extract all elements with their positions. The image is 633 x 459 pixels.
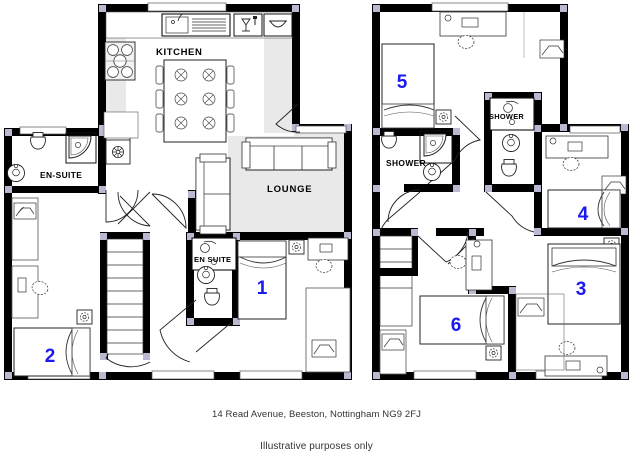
tumble-dryer-icon	[105, 139, 131, 165]
sink-fixture	[161, 13, 231, 37]
bed-double-1	[237, 240, 287, 320]
desk-5	[439, 11, 507, 37]
ground-floor-staircase	[106, 238, 144, 355]
kitchen-fittings	[103, 11, 293, 165]
floorplan-drawing: KITCHEN LOUNGE EN-SUITE EN SUITE 1 2	[4, 2, 629, 380]
bed-double-5	[381, 43, 435, 129]
landing-furniture	[449, 239, 493, 291]
chest-of-drawers-icon	[381, 333, 405, 351]
bowl-icon	[263, 13, 293, 37]
bed-double-4	[547, 189, 621, 229]
toilet-icon	[30, 132, 46, 150]
dining-table	[155, 59, 235, 143]
bedroom-number-3: 3	[576, 279, 587, 300]
bed-double-3	[547, 243, 621, 325]
toilet-icon	[501, 159, 517, 177]
chest-of-drawers-icon	[311, 339, 337, 358]
desk-landing	[465, 239, 493, 291]
desk-ground	[307, 237, 349, 261]
illustrative-disclaimer: Illustrative purposes only	[260, 441, 373, 452]
bedroom-number-6: 6	[451, 315, 462, 336]
sofa-2-seat	[195, 153, 231, 235]
chest-of-drawers-icon	[13, 202, 37, 220]
wash-basin-icon	[197, 265, 215, 284]
bedroom-number-2: 2	[45, 346, 56, 367]
bedside-lamp-icon	[288, 239, 305, 255]
property-address: 14 Read Avenue, Beeston, Nottingham NG9 …	[211, 409, 422, 420]
shower-right-fittings	[489, 97, 535, 177]
first-floor-plan: SHOWER SHOWER 5 4 3 6	[372, 2, 629, 380]
wash-basin-icon	[502, 133, 520, 152]
bedroom-3-furniture	[544, 237, 621, 377]
desk-3	[544, 355, 608, 377]
bedroom-4-furniture	[545, 135, 627, 229]
room-label-shower-right: SHOWER	[489, 112, 524, 121]
toilet-icon	[204, 288, 220, 306]
room-label-ensuite-bed1: EN SUITE	[194, 255, 231, 264]
bed-double-2	[13, 327, 91, 377]
hob-icon	[104, 41, 136, 81]
lounge-furniture	[195, 137, 337, 235]
bedroom-number-4: 4	[578, 204, 589, 225]
ground-floor-doors	[105, 103, 301, 368]
bedside-lamp-icon	[435, 109, 452, 125]
chest-of-drawers-icon	[539, 39, 565, 59]
shower-quadrant-icon	[68, 135, 92, 159]
bedside-lamp-icon	[485, 345, 502, 361]
room-label-kitchen: KITCHEN	[156, 47, 202, 58]
room-label-shower-left: SHOWER	[386, 158, 426, 168]
sofa-3-seat	[241, 137, 337, 171]
shower-quadrant-icon	[423, 133, 447, 157]
wash-basin-icon	[7, 163, 25, 182]
floorplan-canvas: KITCHEN LOUNGE EN-SUITE EN SUITE 1 2	[4, 2, 629, 380]
toilet-icon	[381, 131, 397, 149]
bedroom-2-furniture	[11, 197, 93, 377]
ensuite-bed1-fittings	[191, 237, 237, 306]
bedroom-1-furniture	[237, 237, 351, 373]
bedroom-number-1: 1	[257, 278, 268, 299]
desk-4	[545, 135, 609, 159]
bedroom-number-5: 5	[397, 72, 408, 93]
bedroom-5-furniture	[381, 11, 565, 129]
room-label-lounge: LOUNGE	[267, 184, 312, 195]
room-label-ensuite-main: EN-SUITE	[40, 170, 82, 180]
ground-floor-wall-nodes	[5, 5, 351, 379]
ground-floor-plan: KITCHEN LOUNGE EN-SUITE EN SUITE 1 2	[4, 2, 352, 380]
bedroom-6-furniture	[379, 293, 565, 375]
first-floor-staircase	[372, 235, 418, 327]
shower-left-fittings	[381, 130, 453, 181]
ensuite-main-fittings	[7, 132, 97, 182]
glassware-icon	[233, 13, 263, 37]
bedside-lamp-icon	[76, 309, 93, 325]
chest-of-drawers-icon	[517, 297, 545, 317]
bed-double-6	[419, 295, 505, 345]
